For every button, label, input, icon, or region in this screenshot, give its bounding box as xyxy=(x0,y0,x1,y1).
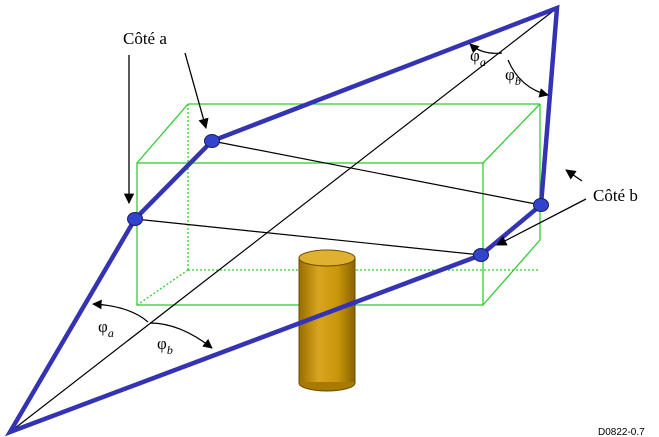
plane-vertices xyxy=(127,134,549,262)
label-phi-a-bottom: φa xyxy=(98,317,114,340)
angle-arc-phi-b-bottom xyxy=(149,322,213,349)
box-hidden-edges xyxy=(136,104,540,306)
angle-arc-phi-a-bottom xyxy=(92,299,149,323)
arrow-side-a-right xyxy=(184,52,209,130)
label-phi-b-top: φb xyxy=(505,65,521,88)
cylinder-top xyxy=(298,249,356,267)
main-diagonal xyxy=(9,7,558,433)
vertex-point xyxy=(533,198,549,212)
vertex-point xyxy=(473,248,489,262)
ray-a-upper xyxy=(211,140,542,206)
arrow-side-b-lower xyxy=(496,198,587,246)
angle-arc-phi-a-top xyxy=(469,43,503,54)
vertex-point xyxy=(204,134,220,148)
box-edge xyxy=(482,103,541,164)
ray-lines xyxy=(9,7,558,433)
figure-code: D0822-0.7 xyxy=(598,427,645,437)
label-side-a: Côté a xyxy=(123,29,167,48)
box-edge xyxy=(482,239,541,306)
label-phi-b-bottom: φb xyxy=(157,334,173,357)
label-arrows xyxy=(123,52,587,246)
box-edge xyxy=(136,103,189,164)
arrow-side-b-upper xyxy=(565,169,583,182)
angle-arcs xyxy=(92,43,549,349)
label-phi-a-top: φa xyxy=(470,46,486,69)
label-side-b: Côté b xyxy=(593,186,638,205)
angle-arc-phi-b-top xyxy=(507,59,549,98)
vertex-point xyxy=(127,212,143,226)
ray-a-lower xyxy=(134,218,482,256)
